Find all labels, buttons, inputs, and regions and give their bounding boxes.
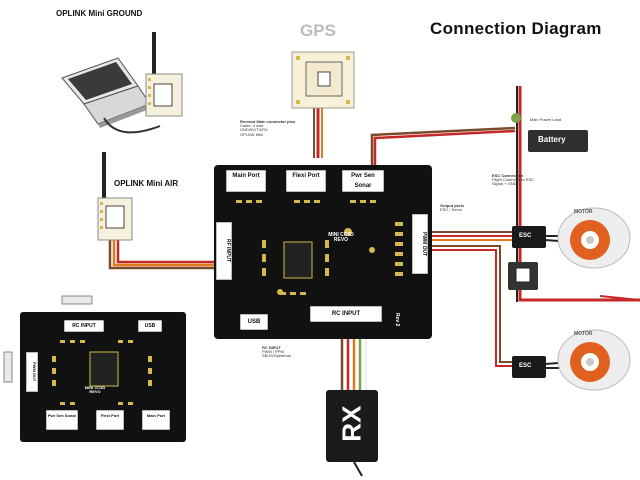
- rc-note-line: PWM / PPM: [262, 349, 284, 355]
- board-revision: Rev 2: [388, 306, 400, 334]
- rc-note-heading: RC INPUT: [262, 345, 281, 350]
- port-rf-input: RF INPUT: [216, 222, 232, 280]
- pin-header: [61, 295, 93, 305]
- motor-top-label: MOTOR: [574, 209, 593, 215]
- board-pins: [236, 200, 403, 295]
- esc-top: [512, 226, 546, 248]
- mcu-chip: [89, 351, 119, 387]
- pwm-wire-2a: [430, 245, 512, 363]
- power-distribution: [508, 262, 538, 290]
- oplink-air-wire-red: [116, 240, 220, 264]
- battery-label: Battery: [538, 135, 566, 144]
- small-port-flexi: Flexi Port: [96, 410, 124, 430]
- power-bus-red: [518, 86, 640, 302]
- esc-note-line: Signal + GND: [492, 181, 517, 187]
- antenna-icon: [353, 461, 363, 477]
- esc-note-line: Flight Controller to ESC: [492, 177, 535, 183]
- gps-label: GPS: [300, 21, 336, 40]
- oplink-air-label: OPLINK Mini AIR: [114, 179, 179, 188]
- oplink-air-wire-orange: [112, 240, 220, 267]
- oplink-ground-label: OPLINK Mini GROUND: [56, 9, 143, 18]
- esc-note: ESC Connection Flight Controller to ESC …: [492, 173, 562, 187]
- rc-note: RC INPUT PWM / PPM SBUS/Spektrum: [262, 345, 332, 359]
- motor-bottom-label: MOTOR: [574, 331, 593, 337]
- oplink-air-module: [97, 152, 133, 241]
- battery-note: Main Power Lead: [530, 117, 562, 122]
- oplink-ground-module: [145, 32, 183, 117]
- mcu-chip: [283, 241, 313, 279]
- esc-bottom: [512, 356, 546, 378]
- port-rc-input: RC INPUT: [310, 306, 382, 322]
- small-port-pwr-sonar: Pwr Sen Sonar: [46, 410, 78, 430]
- port-main: Main Port: [226, 170, 266, 192]
- port-flexi: Flexi Port: [286, 170, 326, 192]
- rx-receiver: [326, 390, 378, 477]
- pwm-note-heading: Output ports: [440, 203, 465, 208]
- revo-small-board: [3, 295, 186, 442]
- motor-top: [557, 207, 631, 269]
- small-port-usb: USB: [138, 320, 162, 332]
- motor-bottom: [557, 329, 631, 391]
- gps-note-heading: Revised Main connector pins: [240, 119, 296, 124]
- gps-note-line: GND/5V/TX/RX: [240, 127, 268, 133]
- small-port-main: Main Port: [142, 410, 170, 430]
- pin-header: [3, 351, 13, 383]
- esc-bottom-label: ESC: [519, 363, 532, 369]
- pwm-note: Output ports ESC / Servo: [440, 203, 490, 213]
- power-connector: [511, 113, 521, 123]
- battery-lead-red: [373, 129, 516, 175]
- gps-module: [291, 51, 355, 109]
- port-pwr-sonar: Pwr Sen Sonar: [342, 170, 384, 192]
- laptop-icon: [61, 57, 161, 134]
- pwm-wire-2b: [430, 249, 512, 367]
- page-title: Connection Diagram: [430, 19, 602, 38]
- small-port-rc-input: RC INPUT: [64, 320, 104, 332]
- wires: [108, 86, 640, 392]
- gps-note: Revised Main connector pins Cable: 4 wir…: [240, 119, 308, 137]
- esc-top-label: ESC: [519, 233, 532, 239]
- revo-main-board: [214, 165, 432, 339]
- gps-note-line: Cable: 4 wire: [240, 123, 264, 129]
- pwm-note-line: ESC / Servo: [440, 207, 463, 213]
- esc-note-heading: ESC Connection: [492, 173, 524, 178]
- port-pwm-out: PWM OUT: [412, 214, 428, 274]
- gps-note-line: OPLINK Mini: [240, 131, 264, 137]
- board-chip-label: MINI CC3D REVO: [328, 232, 354, 244]
- small-port-pwm-out: PWM OUT: [26, 352, 38, 392]
- oplink-air-wire-brown: [108, 240, 220, 270]
- rx-label: RX: [336, 405, 367, 442]
- port-usb: USB: [240, 314, 268, 330]
- rc-note-line: SBUS/Spektrum: [262, 353, 292, 359]
- small-board-chip-label: MINI CC3D REVO: [84, 385, 106, 395]
- battery-lead-brown: [370, 126, 516, 175]
- battery: [511, 113, 588, 152]
